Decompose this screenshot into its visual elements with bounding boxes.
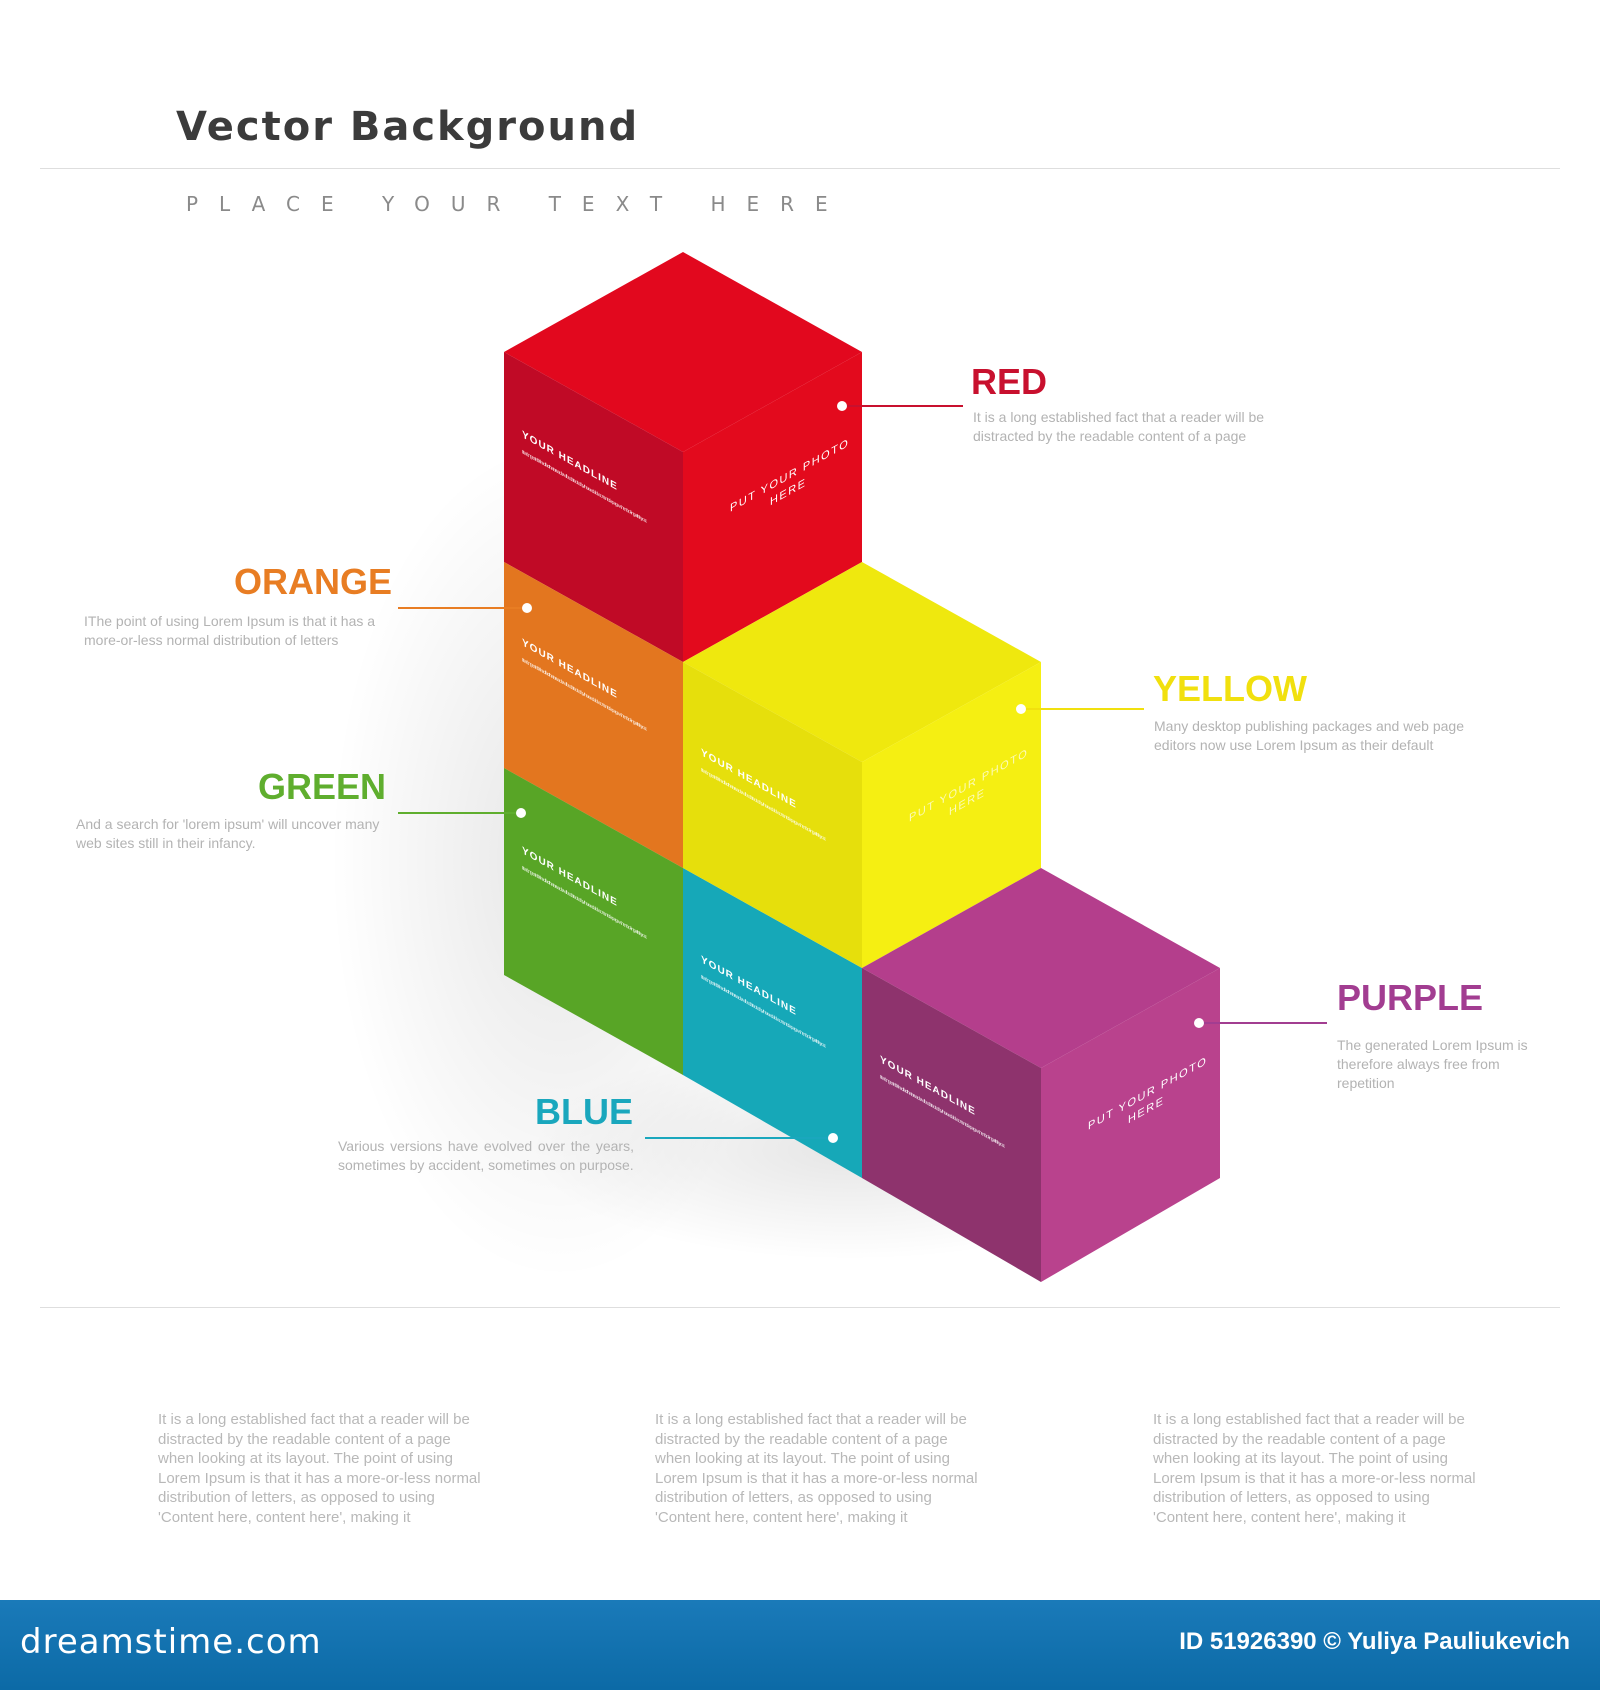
text-column-3: It is a long established fact that a rea… (1153, 1411, 1476, 1526)
red-cube (504, 252, 862, 662)
cube-staircase-diagram: YOUR HEADLINE It is a long established f… (330, 252, 1327, 1282)
red-cube-left-face (504, 352, 683, 662)
footer-bar: dreamstime.com ID 51926390 © Yuliya Paul… (0, 1600, 1600, 1690)
yellow-cube-left-face (683, 662, 862, 968)
footer-brand-logo: dreamstime.com (20, 1622, 322, 1662)
red-connector-dot (837, 401, 847, 411)
orange-connector (398, 603, 532, 613)
footer-image-credit: ID 51926390 © Yuliya Pauliukevich (1179, 1628, 1570, 1655)
blue-connector (645, 1133, 838, 1143)
label-yellow-text: Many desktop publishing packages and web… (1154, 718, 1464, 753)
content-divider (40, 1307, 1560, 1308)
orange-connector-dot (522, 603, 532, 613)
blue-cube-left-face (683, 868, 862, 1178)
purple-cube-right-face (1041, 968, 1220, 1282)
green-cube-left-face (504, 768, 683, 1075)
label-blue-text: Various versions have evolved over the y… (338, 1138, 634, 1173)
yellow-connector-dot (1016, 704, 1026, 714)
blue-connector-dot (828, 1133, 838, 1143)
yellow-cube (683, 562, 1041, 968)
yellow-connector (1016, 704, 1144, 714)
label-orange-name: ORANGE (233, 561, 392, 602)
header-divider (40, 168, 1560, 169)
label-purple-text: The generated Lorem Ipsum is therefore a… (1337, 1037, 1528, 1091)
text-column-2: It is a long established fact that a rea… (655, 1411, 978, 1526)
label-orange-text: IThe point of using Lorem Ipsum is that … (84, 613, 376, 648)
label-blue-name: BLUE (535, 1091, 633, 1132)
page-title: Vector Background (176, 104, 640, 150)
red-connector (837, 401, 963, 411)
label-green-name: GREEN (257, 766, 386, 807)
orange-cube-left-face (504, 562, 683, 868)
label-red-text: It is a long established fact that a rea… (973, 409, 1265, 444)
red-cube-right-face (683, 352, 862, 662)
label-green-text: And a search for 'lorem ipsum' will unco… (76, 816, 380, 851)
green-connector-dot (516, 808, 526, 818)
purple-connector (1194, 1018, 1327, 1028)
label-yellow-name: YELLOW (1153, 668, 1307, 709)
yellow-cube-right-face (862, 662, 1041, 968)
label-purple-name: PURPLE (1337, 977, 1484, 1018)
purple-cube (862, 868, 1220, 1282)
green-connector (398, 808, 526, 818)
purple-cube-left-face (862, 968, 1041, 1282)
label-red-name: RED (971, 361, 1048, 402)
page-subtitle: PLACE YOUR TEXT HERE (186, 192, 849, 216)
purple-connector-dot (1194, 1018, 1204, 1028)
text-column-1: It is a long established fact that a rea… (158, 1411, 481, 1526)
